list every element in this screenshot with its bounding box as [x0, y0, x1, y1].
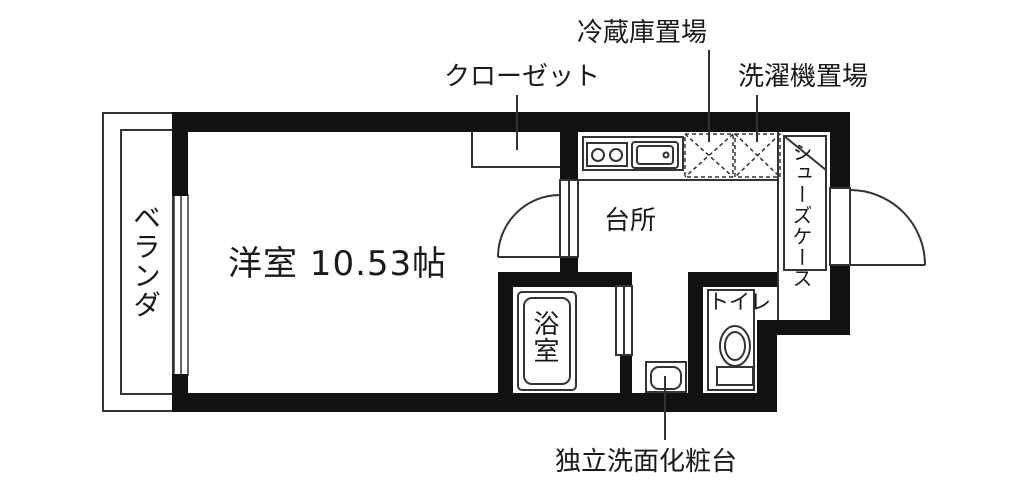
veranda-window	[173, 194, 189, 376]
washer-label: 洗濯機置場	[738, 62, 869, 92]
bath-label: 浴室	[529, 310, 559, 364]
entrance-door	[829, 187, 926, 266]
shoe-case	[783, 135, 827, 271]
kitchen-label: 台所	[604, 206, 657, 236]
shoe-case-label: シューズケース	[789, 142, 813, 289]
toilet-label: トイレ	[708, 290, 771, 314]
kitchen-counter	[582, 136, 684, 171]
closet-label: クローゼット	[444, 62, 601, 92]
partition-lines	[559, 132, 779, 356]
vanity-label: 独立洗面化粧台	[555, 447, 738, 477]
room-door	[497, 180, 561, 258]
veranda	[102, 112, 174, 412]
outer-walls	[172, 112, 850, 412]
interior-walls	[498, 132, 777, 393]
veranda-label: ベランダ	[129, 203, 162, 319]
callout-lines	[516, 50, 758, 440]
bathtub	[517, 291, 577, 391]
fridge-label: 冷蔵庫置場	[577, 18, 708, 48]
toilet	[707, 289, 755, 391]
western-room-label: 洋室 10.53帖	[228, 244, 448, 284]
